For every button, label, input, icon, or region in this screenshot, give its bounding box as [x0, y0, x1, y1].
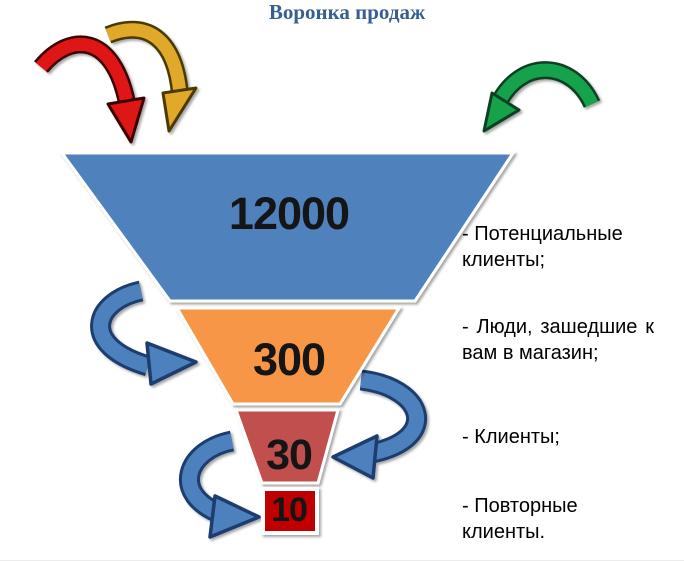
- stage-value-3: 30: [266, 431, 313, 479]
- funnel-stage-4-shape: [261, 487, 319, 535]
- red-curved-arrow-icon: [34, 35, 146, 144]
- stage-value-4: 10: [271, 491, 308, 529]
- green-curved-arrow-icon: [482, 61, 601, 133]
- funnel-stage-3-shape: [233, 408, 340, 485]
- yellow-curved-arrow-icon: [104, 20, 198, 133]
- stage-label-2: - Люди, зашедшие к вам в магазин;: [462, 316, 654, 364]
- blue-loop-arrow-right-icon: [331, 369, 428, 480]
- stage-value-2: 300: [252, 334, 326, 385]
- funnel-stage-1-shape: [59, 151, 516, 303]
- stage-label-4: - Повторные клиенты.: [462, 495, 578, 543]
- blue-loop-arrow-left-icon: [90, 280, 198, 386]
- funnel-stage-2-shape: [174, 306, 402, 406]
- blue-loop-arrow-bottom-icon: [179, 430, 261, 539]
- stage-label-1: - Потенциальные клиенты;: [462, 223, 623, 271]
- diagram-title: Воронка продаж: [268, 0, 426, 24]
- stage-label-3: - Клиенты;: [462, 426, 560, 448]
- stage-value-1: 12000: [228, 188, 350, 239]
